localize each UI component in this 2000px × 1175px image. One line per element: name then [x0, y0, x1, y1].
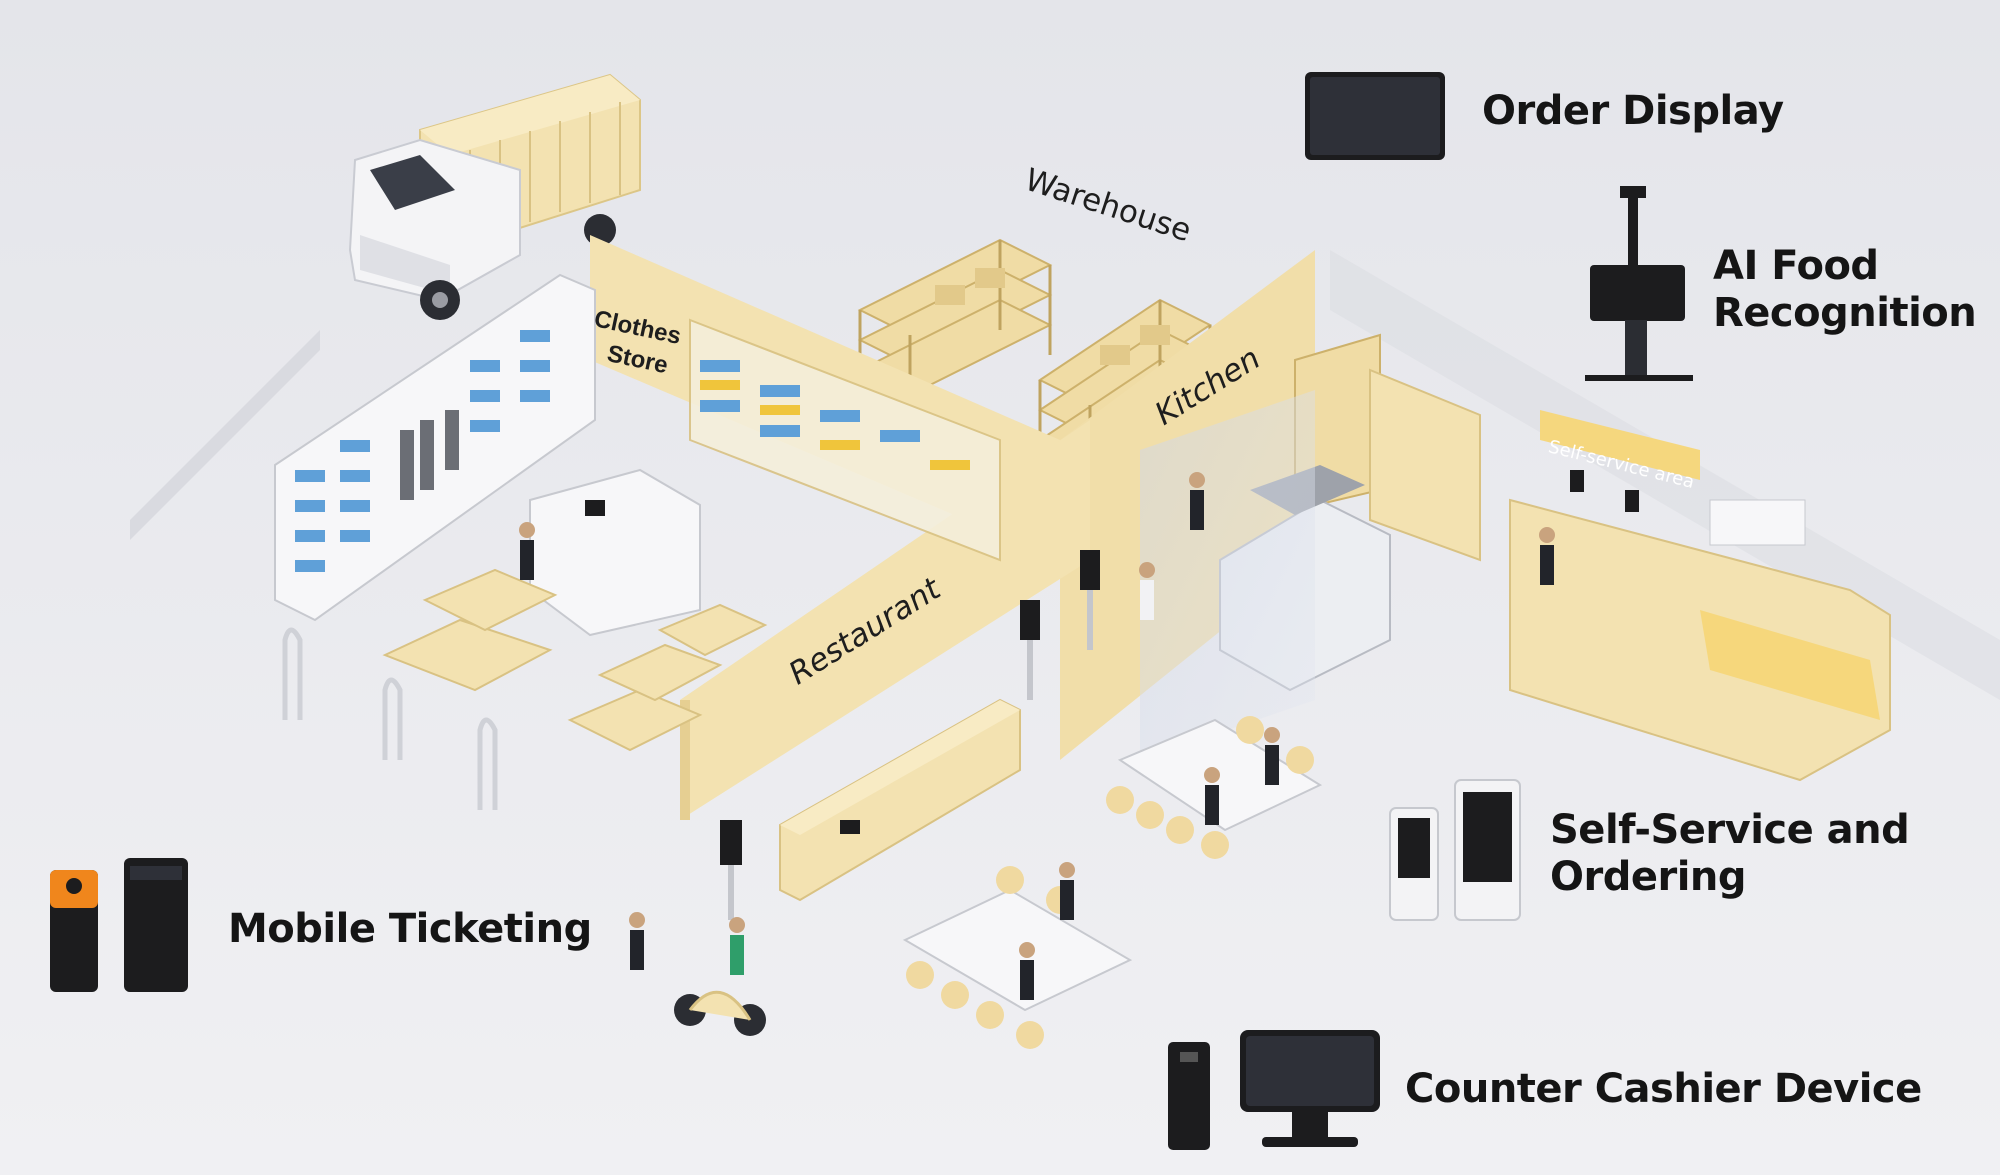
display-tables — [382, 568, 768, 752]
self-service-label: Self-Service and Ordering — [1550, 807, 1910, 901]
counter-cashier-text: Counter Cashier Device — [1405, 1066, 1922, 1112]
counter-cashier-devices — [1168, 1030, 1380, 1150]
dining-tables — [902, 716, 1323, 1049]
ai-food-recognition-line2: Recognition — [1713, 290, 1977, 336]
restaurant-counter — [779, 698, 1021, 902]
self-service-kiosk-devices — [1389, 779, 1521, 921]
order-display-label: Order Display — [1482, 88, 1784, 135]
self-service-line2: Ordering — [1550, 854, 1747, 900]
ordering-kiosks — [720, 550, 1100, 920]
kitchen-equipment — [1140, 333, 1481, 760]
security-gates — [282, 627, 498, 810]
ai-food-recognition-label: AI Food Recognition — [1713, 243, 1977, 337]
clothes-shelving — [274, 273, 1001, 622]
ai-food-recognition-line1: AI Food — [1713, 243, 1879, 289]
mobile-ticketing-devices — [50, 858, 188, 992]
order-display-device — [1305, 72, 1445, 160]
mobile-ticketing-text: Mobile Ticketing — [228, 906, 592, 952]
clothes-counter — [529, 468, 701, 637]
people — [519, 472, 1555, 1036]
self-service-line1: Self-Service and — [1550, 807, 1910, 853]
ai-food-recognition-device — [1585, 186, 1693, 381]
delivery-truck — [348, 73, 641, 320]
self-service-counter — [1509, 410, 1891, 782]
counter-cashier-label: Counter Cashier Device — [1405, 1066, 1922, 1113]
mobile-ticketing-label: Mobile Ticketing — [228, 906, 592, 953]
order-display-text: Order Display — [1482, 88, 1784, 134]
